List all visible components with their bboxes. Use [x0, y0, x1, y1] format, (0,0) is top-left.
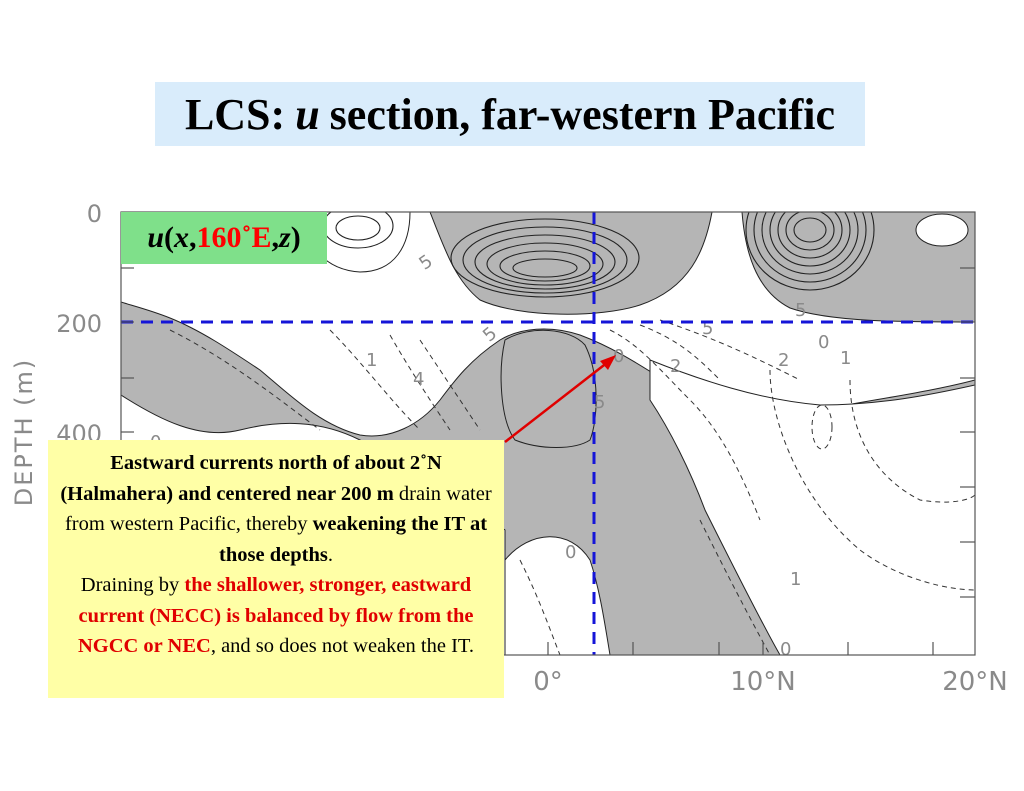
contour-label: 1	[840, 348, 851, 369]
section-var: u	[147, 221, 164, 254]
contour-label: 1	[366, 350, 377, 371]
contour-label: 0	[613, 346, 624, 367]
contour-label: 5	[702, 318, 713, 339]
note-text-2: Draining by	[80, 574, 185, 596]
contour-label: 0	[818, 332, 829, 353]
arrowhead-icon	[600, 355, 616, 370]
title-suffix: section, far-western Pacific	[329, 89, 836, 139]
x-tick-label: 10°N	[730, 667, 796, 697]
contour-label: 2	[778, 350, 789, 371]
section-x: x	[174, 221, 189, 254]
annotation-note: Eastward currents north of about 2˚N (Ha…	[48, 440, 504, 698]
bottom-axis-ticks	[547, 642, 934, 655]
contour-label: 4	[413, 369, 424, 390]
contour-label: 2	[670, 356, 681, 377]
section-comma-2: ,	[271, 221, 280, 254]
eastward-region-lower-right	[649, 359, 975, 655]
x-tick-label: 0°	[533, 667, 563, 697]
contour-label: 5	[594, 392, 605, 413]
note-period: .	[327, 543, 333, 566]
x-tick-label: 20°N	[942, 667, 1008, 697]
contour-label: 5	[795, 300, 806, 321]
page-title: LCS: u section, far-western Pacific	[155, 82, 865, 146]
annotation-arrow	[504, 361, 609, 443]
right-eddy-contours	[745, 212, 875, 291]
westward-lens	[500, 329, 597, 448]
top-right-eddy	[915, 213, 969, 247]
section-label: u ( x , 160˚E , z )	[121, 212, 327, 264]
section-z: z	[279, 221, 291, 254]
note-bold-emphasis: weakening the IT at those depths	[219, 513, 488, 566]
note-text-3: , and so does not weaken the IT.	[210, 635, 475, 657]
note-red-emphasis: the shallower, stronger, eastward curren…	[77, 574, 474, 657]
note-text: drain water from western Pacific, thereb…	[64, 482, 492, 536]
contour-label: 0	[780, 639, 791, 660]
contour-label: 0	[565, 542, 576, 563]
y-tick-label: 200	[56, 310, 102, 338]
section-close: )	[290, 221, 301, 254]
dashed-contours	[169, 319, 975, 655]
jet-core-contours	[450, 218, 640, 298]
section-open: (	[164, 221, 174, 254]
y-tick-label: 0	[87, 200, 102, 228]
right-axis-ticks	[960, 267, 975, 598]
note-bold-lead: Eastward currents north of about 2˚N (Ha…	[60, 452, 442, 505]
y-axis-title: DEPTH (m)	[10, 358, 38, 507]
title-variable: u	[295, 89, 320, 139]
section-longitude: 160˚E	[196, 221, 272, 254]
title-prefix: LCS:	[184, 89, 286, 139]
eastward-region-lower-mid	[504, 536, 611, 655]
section-comma-1: ,	[189, 221, 197, 254]
left-axis-ticks	[121, 267, 134, 433]
contour-label: 1	[790, 569, 801, 590]
